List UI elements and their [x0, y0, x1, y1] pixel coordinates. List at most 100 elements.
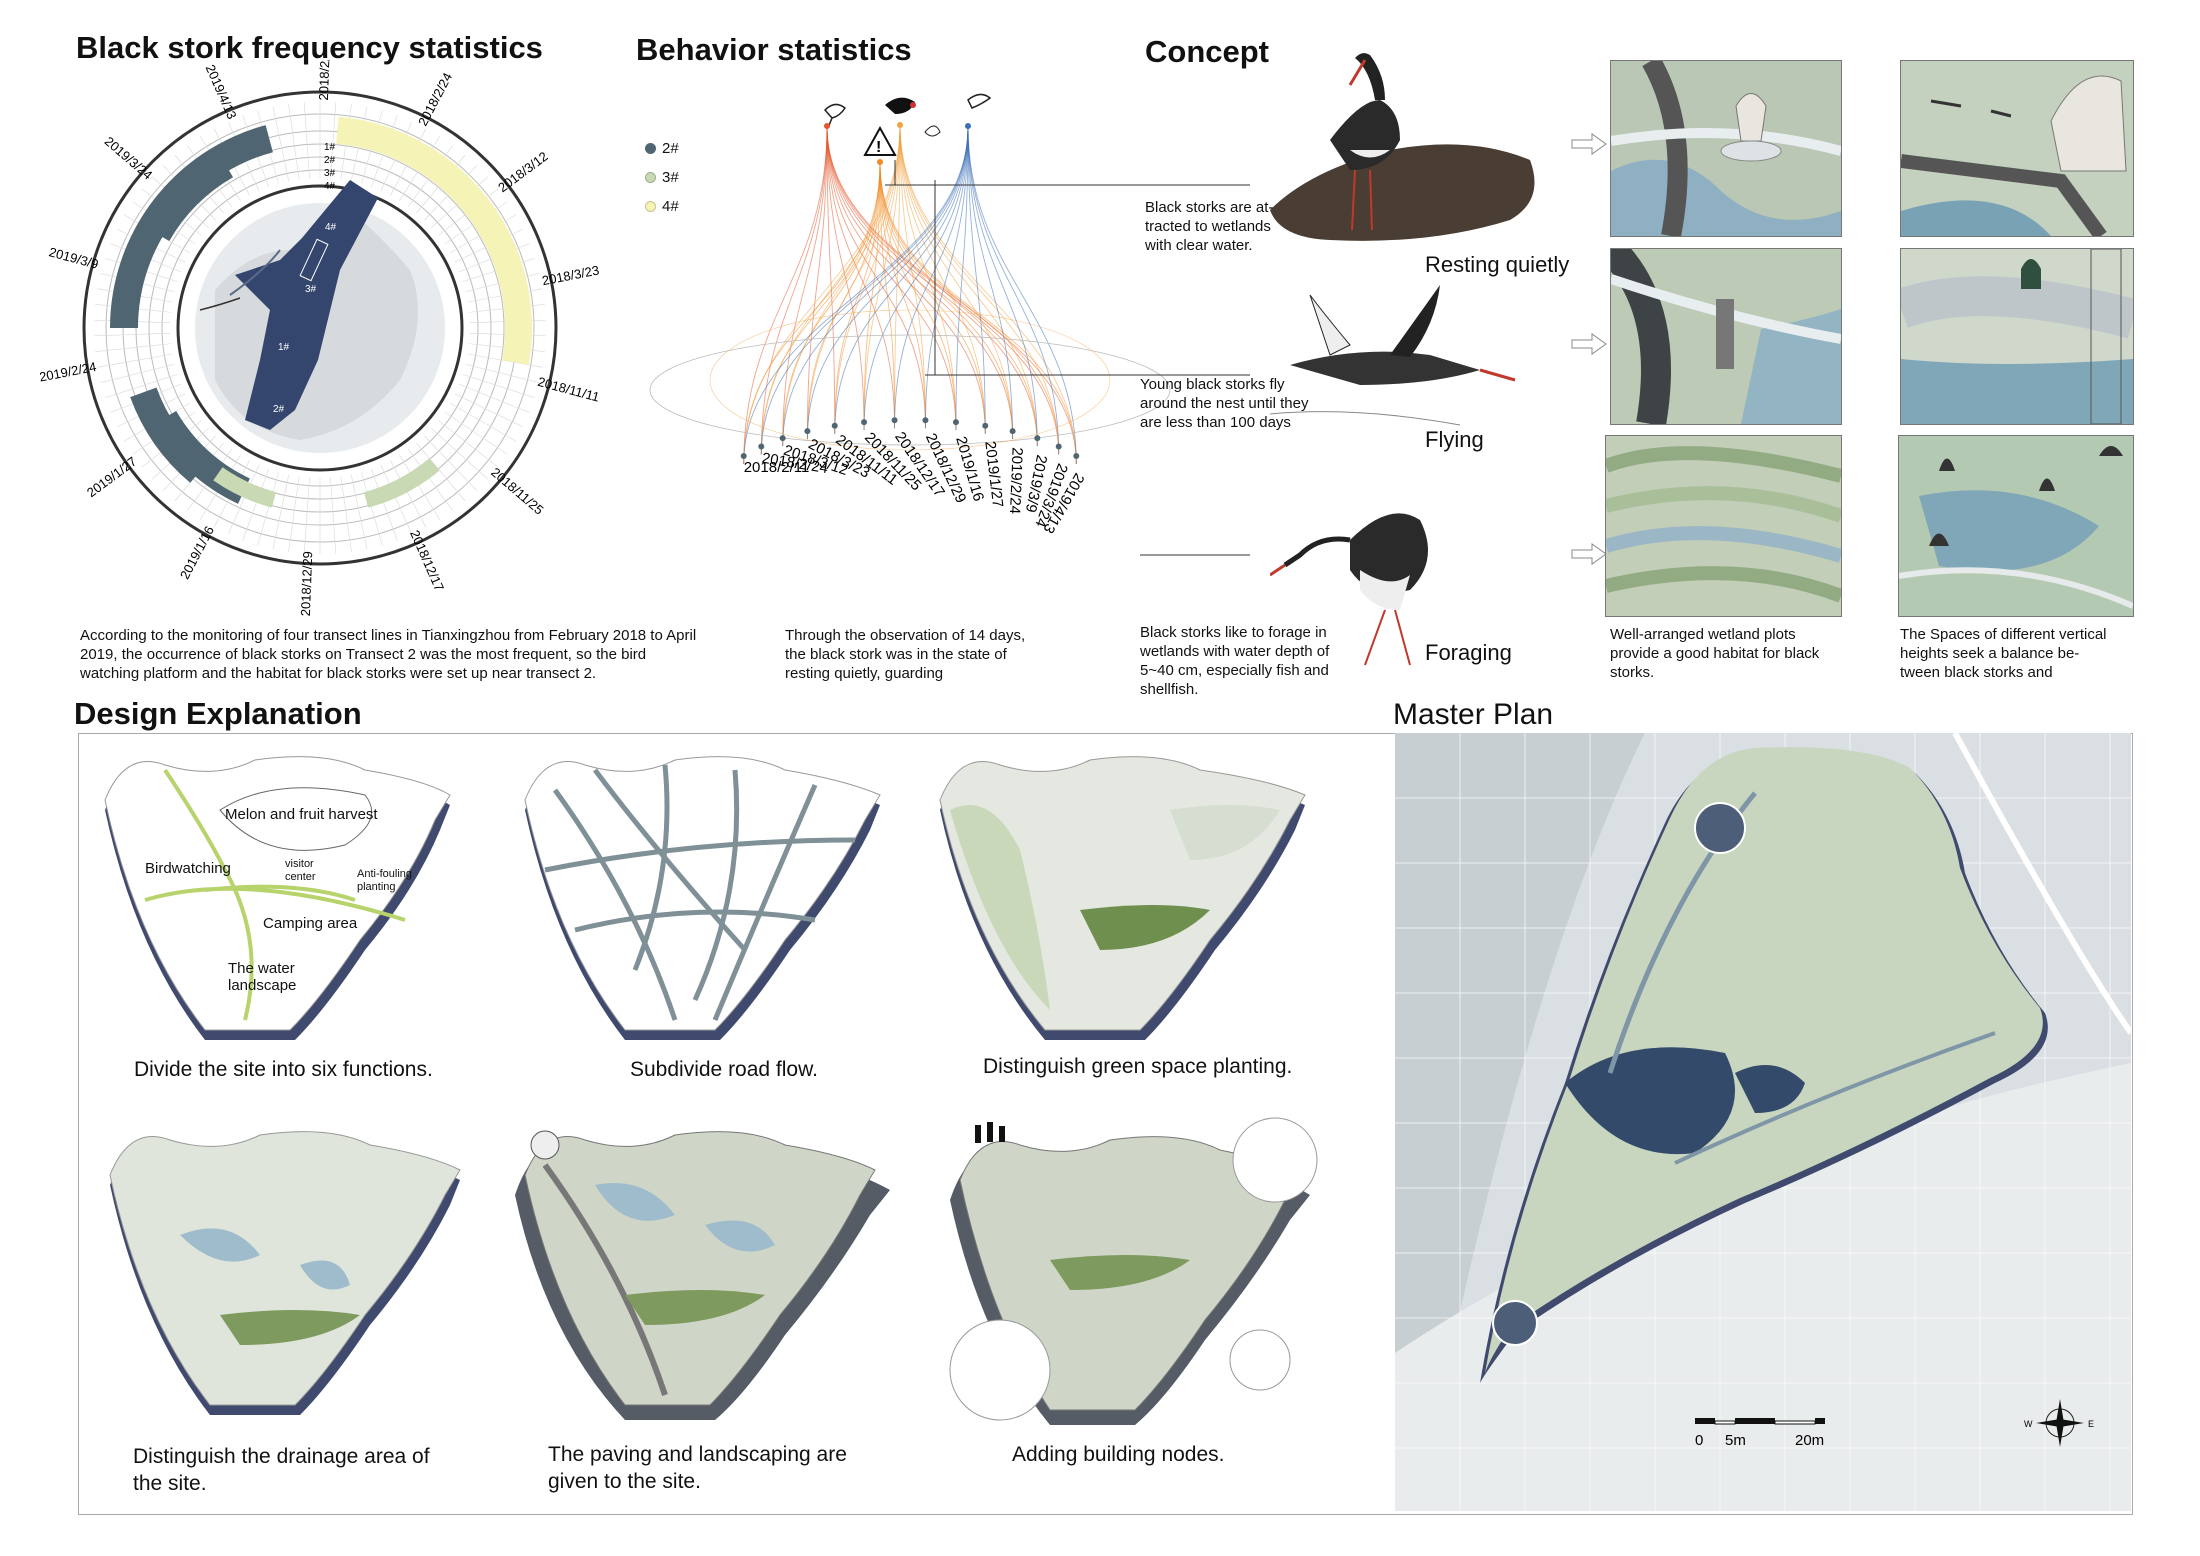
paving-diagram: [515, 1130, 890, 1420]
behavior-curve: [967, 125, 1038, 447]
concept-behavior-1: Resting quietly: [1425, 252, 1570, 277]
behavior-curve: [967, 125, 1060, 455]
map-label-4: 4#: [325, 222, 337, 233]
behavior-curve: [826, 125, 1038, 447]
behavior-curve: [782, 124, 901, 447]
legend-item-2: 2#: [645, 140, 679, 157]
behavior-curve: [879, 161, 926, 429]
legend-label: 4#: [662, 198, 679, 215]
master-plan-map: 0 5m 20m W E: [1395, 733, 2131, 1511]
step-2-caption: Subdivide road flow.: [630, 1058, 818, 1081]
foraging-stork-image: [1270, 513, 1428, 666]
scale-5m: 5m: [1725, 1432, 1746, 1449]
behavior-curve: [834, 125, 969, 434]
behavior-curve: [899, 124, 926, 429]
ring-label-1: 1#: [324, 142, 336, 153]
behavior-legend: 2# 3# 4#: [645, 140, 679, 215]
behavior-dot: [831, 422, 838, 429]
concept-panel-1: [1610, 60, 1842, 237]
behavior-dot: [891, 417, 898, 424]
behavior-curve: [879, 161, 986, 434]
behavior-curve: [782, 125, 828, 447]
resting-stork-image: [1270, 53, 1535, 241]
behavior-date: 2018/2/11: [744, 459, 810, 476]
behavior-curve: [955, 125, 969, 431]
zone-visitor: visitor center: [285, 858, 316, 883]
date-label: 2018/3/12: [495, 149, 550, 196]
behavior-dot: [1009, 428, 1016, 435]
legend-label: 3#: [662, 169, 679, 186]
flying-bird-icon: [965, 93, 992, 129]
behavior-ring: [709, 309, 1111, 451]
frequency-radial-chart: 4# 3# 1# 2# 1# 2# 3# 4# 2018/2/11 2018/2/…: [40, 60, 600, 617]
concept-panel-5: [1605, 435, 1842, 617]
behavior-curve: [899, 124, 957, 431]
behavior-curve: [826, 125, 895, 429]
date-label: 2019/3/24: [102, 134, 156, 183]
behavior-curve: [894, 125, 969, 429]
scale-bar: 0 5m 20m: [1695, 1418, 1825, 1449]
behavior-curve: [899, 124, 1077, 465]
behavior-curve: [967, 125, 1077, 465]
behavior-curve: [967, 125, 986, 434]
date-label: 2018/11/25: [488, 465, 546, 518]
concept-panel-3: [1610, 248, 1842, 425]
frequency-band: [502, 291, 532, 365]
step-6-caption: Adding building nodes.: [1012, 1443, 1225, 1466]
date-label: 2019/1/16: [177, 523, 217, 581]
ring-label-2: 2#: [324, 155, 336, 166]
behavior-dot: [1073, 453, 1080, 459]
legend-swatch: [645, 143, 656, 154]
behavior-curve: [743, 125, 828, 465]
map-label-1: 1#: [278, 342, 290, 353]
behavior-curve: [760, 125, 828, 455]
legend-item-4: 4#: [645, 198, 679, 215]
ring-label-3: 3#: [324, 168, 336, 179]
ring-label-4: 4#: [324, 181, 336, 192]
behavior-curve: [899, 124, 1014, 440]
behavior-curve: [863, 125, 969, 431]
scale-20m: 20m: [1795, 1432, 1824, 1449]
frequency-title: Black stork frequency statistics: [76, 30, 543, 65]
legend-swatch: [645, 201, 656, 212]
behavior-curve: [782, 161, 881, 447]
frequency-description: According to the monitoring of four tran…: [80, 627, 697, 682]
step-1-caption: Divide the site into six functions.: [134, 1058, 433, 1081]
behavior-description: Through the observation of 14 days, the …: [785, 627, 1026, 682]
behavior-curve: [826, 125, 957, 431]
behavior-curve: [834, 124, 901, 434]
behavior-curve: [782, 125, 969, 447]
behavior-dot: [982, 422, 989, 429]
behavior-curve: [806, 125, 828, 440]
behavior-curve: [826, 125, 986, 434]
date-label: 2019/1/27: [84, 454, 139, 501]
green-space-diagram: [939, 756, 1306, 1040]
design-frame: [78, 733, 1349, 1515]
behavior-curve: [826, 125, 836, 434]
concept-arrows: [1571, 133, 1607, 565]
site-map: 4# 3# 1# 2#: [195, 180, 445, 453]
behavior-dot: [952, 419, 959, 426]
behavior-dot: [922, 417, 929, 424]
compass-icon: W E: [2024, 1399, 2094, 1447]
zone-melon: Melon and fruit harvest: [225, 806, 378, 823]
behavior-curve: [879, 161, 1060, 455]
date-label: 2018/2/11: [316, 60, 333, 101]
behavior-curve: [879, 161, 1038, 447]
date-label: 2018/2/24: [415, 70, 455, 128]
step-3-caption: Distinguish green space planting.: [983, 1055, 1293, 1078]
behavior-curve: [743, 124, 901, 465]
behavior-flow-chart: ! 2018/2/112018/2/242018/3/122018/3/2320…: [649, 93, 1250, 556]
date-label: 2018/12/29: [298, 551, 315, 617]
concept-title: Concept: [1145, 34, 1269, 69]
behavior-ring: [649, 334, 1171, 446]
legend-label: 2#: [662, 140, 679, 157]
concept-behavior-2: Flying: [1425, 427, 1484, 452]
warning-icon: !: [863, 125, 897, 165]
behavior-curve: [826, 125, 865, 431]
behavior-dot: [1055, 443, 1062, 450]
behavior-curve: [760, 125, 969, 455]
compass-w: W: [2024, 1419, 2033, 1429]
flying-stork-image: [1270, 285, 1516, 426]
frequency-band: [110, 125, 273, 328]
